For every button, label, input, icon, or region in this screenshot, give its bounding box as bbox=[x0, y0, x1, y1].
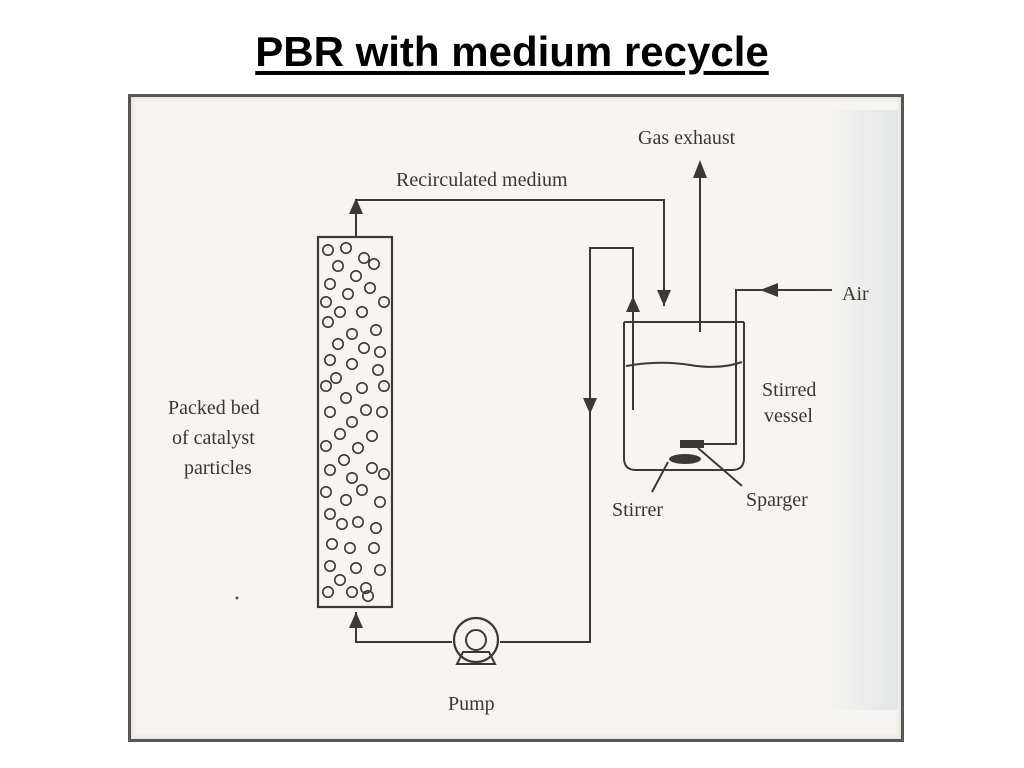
catalyst-particle bbox=[319, 485, 332, 498]
catalyst-particle bbox=[321, 315, 334, 328]
scan-speck bbox=[235, 596, 239, 600]
catalyst-particle bbox=[373, 345, 386, 358]
arrow-column-top bbox=[349, 198, 363, 214]
stirrer-bar bbox=[669, 454, 701, 464]
label-packed-bed: Packed bed bbox=[168, 397, 260, 419]
catalyst-particle bbox=[339, 242, 352, 255]
catalyst-particle bbox=[339, 391, 352, 404]
arrow-air-in bbox=[760, 283, 778, 297]
catalyst-particle bbox=[349, 269, 362, 282]
pump-to-column-line bbox=[355, 612, 452, 643]
catalyst-particle bbox=[363, 281, 376, 294]
label-stirred: Stirred bbox=[762, 379, 816, 401]
catalyst-particle bbox=[359, 581, 372, 594]
catalyst-particle bbox=[361, 589, 374, 602]
catalyst-particle bbox=[365, 429, 378, 442]
catalyst-particle bbox=[319, 439, 332, 452]
label-pump: Pump bbox=[448, 693, 495, 715]
catalyst-particle bbox=[371, 363, 384, 376]
catalyst-particle bbox=[345, 357, 358, 370]
catalyst-particle bbox=[351, 441, 364, 454]
label-gas-exhaust: Gas exhaust bbox=[638, 127, 736, 149]
catalyst-particle bbox=[323, 405, 336, 418]
catalyst-particle bbox=[373, 563, 386, 576]
catalyst-particle bbox=[377, 379, 390, 392]
catalyst-particle bbox=[377, 295, 390, 308]
stirred-vessel bbox=[623, 322, 745, 471]
catalyst-particle bbox=[329, 371, 342, 384]
catalyst-particle bbox=[373, 495, 386, 508]
label-vessel: vessel bbox=[764, 405, 813, 427]
label-air: Air bbox=[842, 283, 869, 305]
catalyst-particle bbox=[359, 403, 372, 416]
catalyst-particle bbox=[351, 515, 364, 528]
catalyst-particle bbox=[341, 287, 354, 300]
label-particles: particles bbox=[184, 457, 252, 479]
catalyst-particle bbox=[333, 305, 346, 318]
catalyst-particles bbox=[319, 242, 390, 602]
catalyst-particle bbox=[323, 559, 336, 572]
catalyst-particle bbox=[323, 463, 336, 476]
catalyst-particle bbox=[339, 493, 352, 506]
catalyst-particle bbox=[357, 252, 370, 265]
catalyst-particle bbox=[367, 541, 380, 554]
diagram-scan-panel bbox=[128, 94, 904, 742]
liquid-level bbox=[625, 361, 743, 368]
catalyst-particle bbox=[345, 415, 358, 428]
sparger bbox=[680, 440, 704, 448]
catalyst-particle bbox=[325, 537, 338, 550]
stirrer-leader bbox=[651, 461, 669, 493]
packed-bed-column bbox=[316, 235, 394, 609]
catalyst-particle bbox=[357, 341, 370, 354]
sparger-leader bbox=[697, 447, 743, 487]
arrow-gas-exhaust bbox=[693, 160, 707, 178]
return-line-dip-tube bbox=[500, 247, 634, 643]
catalyst-particle bbox=[331, 259, 344, 272]
label-stirrer: Stirrer bbox=[612, 499, 663, 521]
catalyst-particle bbox=[367, 257, 380, 270]
slide-title: PBR with medium recycle bbox=[255, 28, 769, 75]
catalyst-particle bbox=[345, 471, 358, 484]
arrow-into-vessel bbox=[657, 290, 671, 306]
arrow-down-return bbox=[583, 398, 597, 414]
pump bbox=[452, 616, 500, 665]
catalyst-particle bbox=[355, 381, 368, 394]
catalyst-particle bbox=[369, 521, 382, 534]
catalyst-particle bbox=[337, 453, 350, 466]
catalyst-particle bbox=[343, 541, 356, 554]
catalyst-particle bbox=[331, 337, 344, 350]
label-sparger: Sparger bbox=[746, 489, 808, 511]
arrow-column-bottom bbox=[349, 612, 363, 628]
label-of-catalyst: of catalyst bbox=[172, 427, 255, 449]
catalyst-particle bbox=[375, 405, 388, 418]
catalyst-particle bbox=[333, 573, 346, 586]
catalyst-particle bbox=[323, 277, 336, 290]
catalyst-particle bbox=[349, 561, 362, 574]
catalyst-particle bbox=[321, 585, 334, 598]
catalyst-particle bbox=[333, 427, 346, 440]
catalyst-particle bbox=[321, 244, 334, 257]
catalyst-particle bbox=[323, 507, 336, 520]
catalyst-particle bbox=[345, 585, 358, 598]
catalyst-particle bbox=[345, 327, 358, 340]
catalyst-particle bbox=[365, 461, 378, 474]
catalyst-particle bbox=[355, 483, 368, 496]
catalyst-particle bbox=[319, 295, 332, 308]
catalyst-particle bbox=[369, 323, 382, 336]
catalyst-particle bbox=[319, 379, 332, 392]
arrow-dip-tube-up bbox=[626, 296, 640, 312]
label-recirculated-medium: Recirculated medium bbox=[396, 169, 568, 191]
scan-bleed-through bbox=[822, 110, 898, 710]
air-inlet-line bbox=[704, 289, 832, 445]
catalyst-particle bbox=[377, 467, 390, 480]
catalyst-particle bbox=[355, 305, 368, 318]
recirculated-medium-line bbox=[355, 199, 665, 306]
catalyst-particle bbox=[335, 517, 348, 530]
catalyst-particle bbox=[323, 353, 336, 366]
